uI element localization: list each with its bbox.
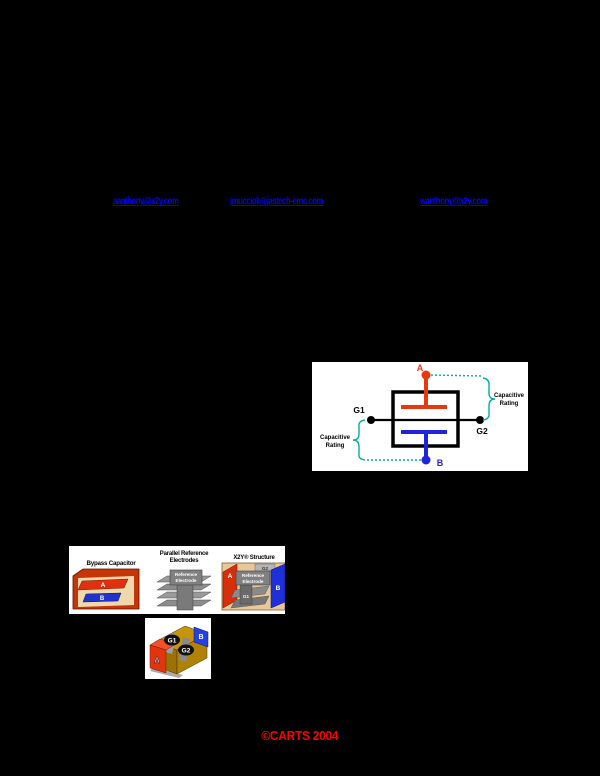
electrode-b: B xyxy=(401,430,447,468)
chip-g2-badge xyxy=(178,644,194,656)
right-rating-label-line2: Rating xyxy=(500,401,519,407)
x2y-schematic-figure: G1 G2 A B Ca xyxy=(310,360,530,473)
x2y-schematic-svg: G1 G2 A B Ca xyxy=(320,363,525,468)
author-email-link-2[interactable]: jmuccioli@jastech-emc.com xyxy=(230,196,324,207)
bypass-plate-b-label: B xyxy=(100,596,105,602)
x2y-structure-title: X2Y® Structure xyxy=(233,554,275,561)
footer: ©CARTS 2004 xyxy=(0,727,600,745)
x2y-g1-label: G1 xyxy=(243,594,250,599)
chip-terminal-a: A xyxy=(149,638,177,674)
parallel-ref-title-line2: Electrodes xyxy=(170,558,200,564)
reference-electrode-label-line2: Electrode xyxy=(176,578,197,583)
left-rating-label-line2: Rating xyxy=(326,443,345,449)
chip-g1-label: G1 xyxy=(168,638,177,645)
left-rating-label-line1: Capacitive xyxy=(320,435,351,441)
parallel-ref-title-line1: Parallel Reference xyxy=(160,551,209,557)
chip-b-label: B xyxy=(198,634,203,641)
x2y-chip-figure: A B G1 G2 xyxy=(144,617,212,680)
parallel-reference-electrodes-figure: Parallel Reference Electrodes Reference … xyxy=(156,551,212,611)
chip-terminal-b: B xyxy=(193,626,209,648)
chip-g2-label: G2 xyxy=(182,648,191,655)
author-email-link-1[interactable]: aanthony@x2y.com xyxy=(113,196,179,207)
bypass-capacitor-figure: Bypass Capacitor A B xyxy=(72,560,140,610)
g2-terminal-dot xyxy=(476,416,484,424)
g2-label: G2 xyxy=(476,426,488,436)
terminal-a-label: A xyxy=(417,363,424,373)
bypass-capacitor-title: Bypass Capacitor xyxy=(86,560,136,567)
x2y-structure-svg: Bypass Capacitor A B Parallel Reference … xyxy=(72,551,285,611)
x2y-plate-a-label: A xyxy=(228,573,233,580)
g1-terminal-dot xyxy=(367,416,375,424)
g1-label: G1 xyxy=(353,405,365,415)
reference-electrode-label-line1: Reference xyxy=(175,572,198,577)
x2y-g2-label: G2 xyxy=(262,566,269,571)
x2y-combined-structure-figure: X2Y® Structure G2 A B G1 Reference Elect… xyxy=(221,554,285,611)
x2y-structure-figure: Bypass Capacitor A B Parallel Reference … xyxy=(67,544,287,616)
x2y-reference-label-line1: Reference xyxy=(242,573,265,578)
terminal-b-label: B xyxy=(437,458,444,468)
rating-braces xyxy=(352,374,496,461)
x2y-chip-svg: A B G1 G2 xyxy=(149,625,209,678)
author-email-link-3[interactable]: wanthony@x2y.com xyxy=(420,196,488,207)
x2y-reference-label-line2: Electrode xyxy=(243,579,264,584)
carts-copyright-text: ©CARTS 2004 xyxy=(261,728,339,743)
chip-g1-badge xyxy=(164,634,180,646)
electrode-a: A xyxy=(401,363,447,409)
right-rating-label-line1: Capacitive xyxy=(494,393,525,399)
x2y-plate-b-label: B xyxy=(276,585,281,592)
bypass-plate-a-label: A xyxy=(101,582,106,589)
chip-a-label: A xyxy=(154,656,160,665)
